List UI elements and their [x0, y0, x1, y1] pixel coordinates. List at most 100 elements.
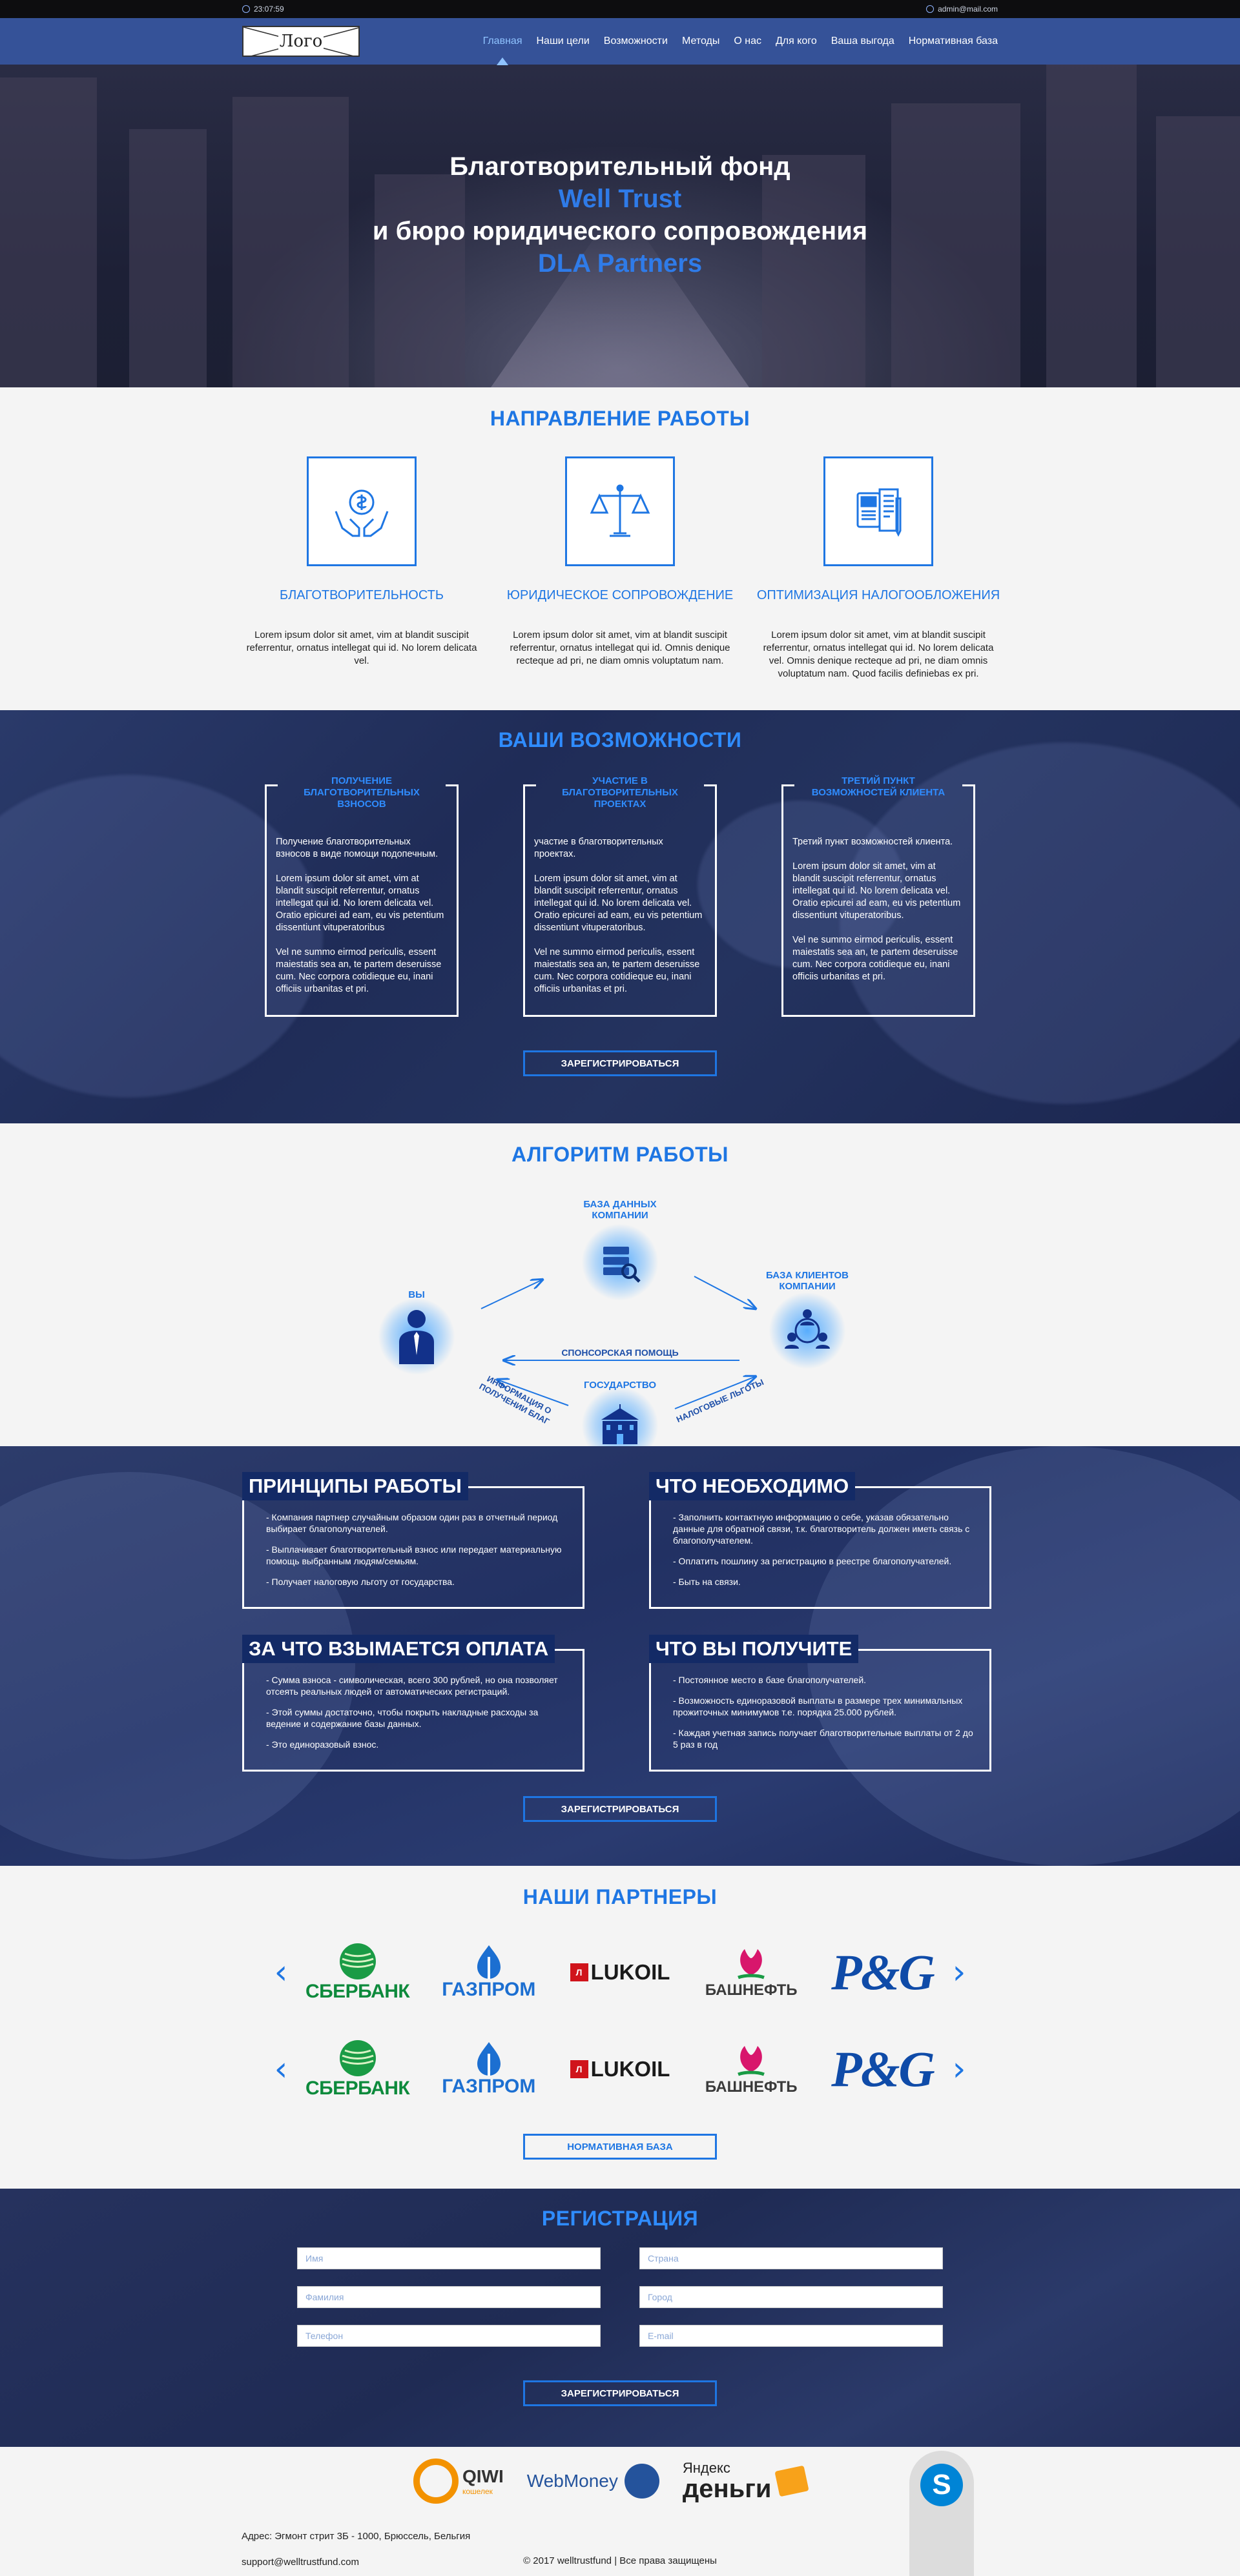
partner-logo-text: СБЕРБАНК: [305, 1981, 410, 2002]
opportunity-title: Третий пункт возможностей клиента: [811, 775, 946, 798]
principles-section: Принципы работы - Компания партнер случа…: [0, 1446, 1240, 1866]
nav-item-goals[interactable]: Наши цели: [536, 36, 590, 46]
nav-item-benefit[interactable]: Ваша выгода: [831, 36, 894, 46]
logo-text: Лого: [278, 32, 324, 51]
last-name-input[interactable]: [297, 2286, 601, 2308]
hero-bg-building: [0, 77, 97, 387]
nav-item-regulations[interactable]: Нормативная база: [908, 36, 998, 46]
hero-bg-building: [129, 129, 207, 387]
direction-name: Благотворительность: [280, 588, 444, 602]
opportunity-text: участие в благотворительных проектах. Lo…: [534, 837, 703, 994]
yandex-wallet-icon: [774, 2465, 809, 2497]
skype-tab[interactable]: S: [909, 2451, 974, 2576]
opportunity-text: Третий пункт возможностей клиента. Lorem…: [792, 837, 961, 982]
principles-item: - Выплачивает благотворительный взнос ил…: [266, 1544, 562, 1566]
principles-box-title: За что взымается оплата: [242, 1635, 555, 1663]
sberbank-emblem: [339, 2040, 376, 2076]
arrow-state-to-you: [497, 1380, 569, 1406]
city-input[interactable]: [639, 2286, 943, 2308]
principles-box: Что вы получите - Постоянное место в баз…: [649, 1635, 998, 1772]
direction-name: Юридическое сопровождение: [506, 588, 734, 602]
principles-item: - Компания партнер случайным образом оди…: [266, 1512, 558, 1534]
hero-line-4: DLA Partners: [537, 249, 703, 278]
partner-logo-gazprom[interactable]: ГАЗПРОМ: [431, 1934, 546, 2011]
partner-logo-bashneft[interactable]: БАШНЕФТЬ: [694, 2030, 809, 2108]
hero-bg-building: [232, 97, 349, 387]
partner-logo-text: СБЕРБАНК: [305, 2078, 410, 2099]
clock-time: 23:07:59: [254, 5, 284, 14]
nav-item-audience[interactable]: Для кого: [775, 36, 817, 46]
footer-email[interactable]: support@welltrustfund.com: [242, 2557, 359, 2568]
principles-item: - Возможность единоразовой выплаты в раз…: [673, 1695, 963, 1717]
footer-copyright: © 2017 welltrustfund | Все права защищен…: [523, 2555, 717, 2566]
partner-logo-text: ГАЗПРОМ: [442, 2076, 536, 2097]
chevron-left-icon[interactable]: ‹: [274, 1953, 288, 1992]
first-name-input[interactable]: [297, 2247, 601, 2269]
hero-bg-building: [1156, 116, 1240, 387]
main-nav: Лого Главная Наши цели Возможности Метод…: [0, 18, 1240, 65]
nav-item-methods[interactable]: Методы: [681, 36, 720, 46]
partner-logo-pg[interactable]: P&G: [825, 2030, 940, 2108]
bashneft-flower: [738, 2046, 765, 2076]
partners-title: НАШИ ПАРТНЕРЫ: [522, 1885, 718, 1908]
register-button[interactable]: Зарегистрироваться: [523, 1050, 717, 1076]
opportunity-text: Получение благотворительных взносов в ви…: [276, 837, 444, 994]
edge-label-sponsor: Спонсорская помощь: [561, 1347, 679, 1358]
clock: 23:07:59: [242, 5, 284, 14]
principles-item: - Быть на связи.: [673, 1577, 741, 1587]
regulations-button[interactable]: Нормативная база: [523, 2134, 717, 2160]
top-bar: 23:07:59 admin@mail.com: [0, 0, 1240, 18]
partner-logo-bashneft[interactable]: БАШНЕФТЬ: [694, 1934, 809, 2011]
hero-line-2: Well Trust: [558, 185, 682, 213]
principles-box-title: Принципы работы: [242, 1472, 468, 1500]
phone-input[interactable]: [297, 2325, 601, 2347]
qiwi-text: QIWI: [462, 2466, 504, 2486]
principles-item: - Это единоразовый взнос.: [266, 1739, 379, 1750]
top-email[interactable]: admin@mail.com: [926, 5, 998, 14]
partner-logo-sberbank[interactable]: СБЕРБАНК: [300, 1934, 415, 2011]
partner-logo-pg[interactable]: P&G: [825, 1934, 940, 2011]
hero-heading: Благотворительный фонд Well Trust и бюро…: [0, 150, 1240, 280]
opportunities-section: ВАШИ ВОЗМОЖНОСТИ Получение благотворител…: [0, 710, 1240, 1123]
principles-box-frame: - Заполнить контактную информацию о себе…: [649, 1486, 991, 1609]
hero-bg-building: [762, 155, 865, 387]
qiwi-icon: [413, 2458, 459, 2504]
logo[interactable]: Лого: [242, 26, 360, 57]
nav-item-home[interactable]: Главная: [482, 36, 522, 65]
footer: QIWI кошелек WebMoney Яндекс деньги S Ад…: [0, 2447, 1240, 2576]
principles-item: - Этой суммы достаточно, чтобы покрыть н…: [266, 1707, 539, 1729]
opportunity-card: Получение благотворительных взносов Полу…: [265, 775, 459, 1017]
principles-box: За что взымается оплата - Сумма взноса -…: [242, 1635, 591, 1772]
chevron-right-icon[interactable]: ›: [952, 1953, 966, 1992]
nav-item-opportunities[interactable]: Возможности: [603, 36, 668, 46]
partner-logo-text: LUKOIL: [590, 2057, 670, 2081]
register-submit-button[interactable]: Зарегистрироваться: [523, 2380, 717, 2406]
node-database: База данных компании: [568, 1199, 672, 1301]
arrow-you-to-db: [480, 1280, 542, 1309]
webmoney-text: WebMoney: [526, 2471, 618, 2491]
hero-bg-building: [1046, 65, 1137, 387]
email-input[interactable]: [639, 2325, 943, 2347]
direction-name: Оптимизация налогообложения: [756, 588, 1000, 602]
opportunity-card: Участие в благотворительных проектах уча…: [523, 775, 717, 1017]
register-button[interactable]: Зарегистрироваться: [523, 1796, 717, 1822]
principles-box-frame: - Компания партнер случайным образом оди…: [242, 1486, 584, 1609]
partner-logo-text: P&G: [831, 1944, 935, 2000]
country-input[interactable]: [639, 2247, 943, 2269]
principles-item: - Сумма взноса - символическая, всего 30…: [266, 1675, 558, 1697]
partner-logo-gazprom[interactable]: ГАЗПРОМ: [431, 2030, 546, 2108]
arrow-state-to-clients: [674, 1376, 756, 1409]
registration-form: [297, 2247, 943, 2347]
top-email-text[interactable]: admin@mail.com: [938, 5, 998, 14]
database-icon: [581, 1223, 659, 1301]
chevron-right-icon[interactable]: ›: [952, 2050, 966, 2089]
webmoney-globe-icon: [624, 2464, 659, 2499]
partner-logo-sberbank[interactable]: СБЕРБАНК: [300, 2030, 415, 2108]
nav-item-about[interactable]: О нас: [734, 36, 761, 46]
skype-icon[interactable]: S: [920, 2464, 963, 2506]
algorithm-title: АЛГОРИТМ РАБОТЫ: [512, 1143, 728, 1166]
chevron-left-icon[interactable]: ‹: [274, 2050, 288, 2089]
